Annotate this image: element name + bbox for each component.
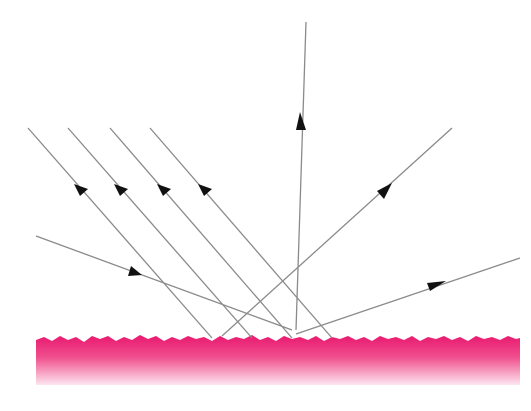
arrow-head-icon	[296, 112, 306, 130]
incident-ray-1	[28, 128, 212, 338]
incident-ray-2	[68, 128, 252, 338]
arrow-head-icon	[128, 266, 142, 276]
arrow-head-icon	[377, 183, 392, 199]
incident-ray-3	[110, 128, 292, 338]
reflected-ray-left	[36, 236, 292, 330]
rays	[28, 22, 520, 338]
incident-ray-4	[150, 128, 332, 338]
arrow-head-icon	[427, 281, 446, 291]
reflected-ray-right	[296, 258, 520, 334]
arrow-head-icon	[198, 184, 212, 196]
arrow-head-icon	[157, 184, 171, 196]
rough-surface	[36, 335, 520, 385]
arrowheads	[74, 112, 446, 291]
reflected-ray-diagonal	[222, 128, 452, 336]
reflected-ray-up	[296, 22, 306, 330]
